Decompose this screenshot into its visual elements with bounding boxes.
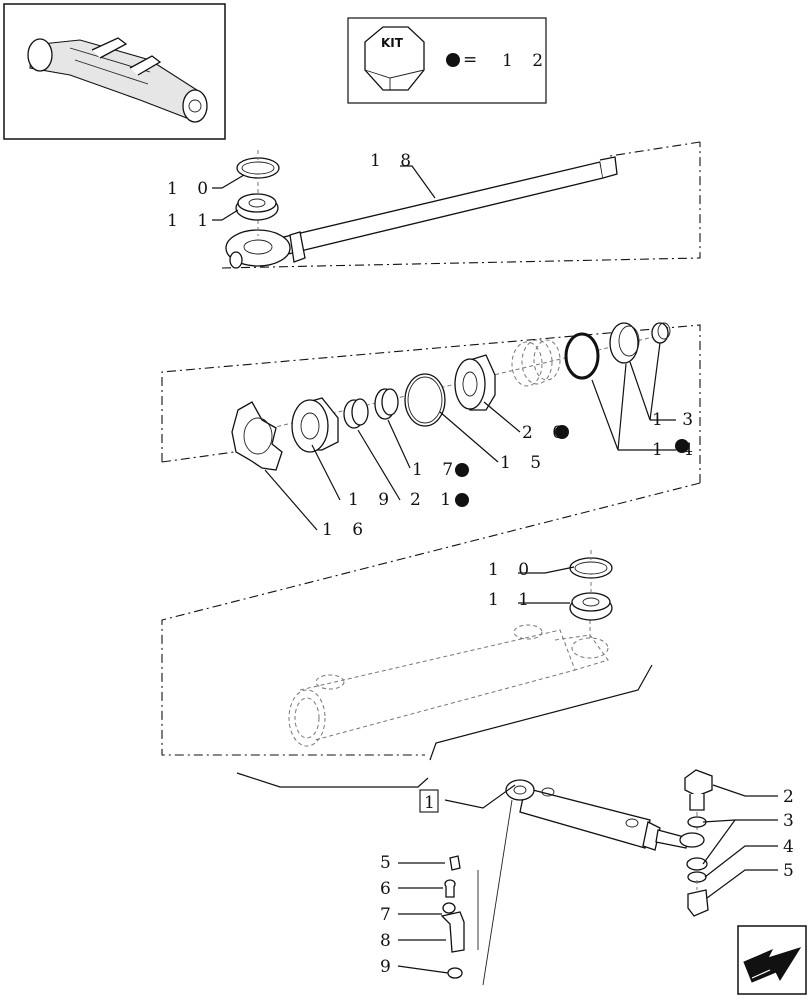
kit-dot-icon <box>446 53 460 67</box>
piston-20[interactable] <box>454 354 496 411</box>
axle-assembly-icon <box>27 37 208 123</box>
label-10-top: 1 0 <box>167 179 215 199</box>
label-8: 8 <box>380 931 391 951</box>
washer-3-bottom[interactable] <box>686 857 708 871</box>
kit-legend: KIT = 1 2 <box>347 17 550 104</box>
label-18: 1 8 <box>370 151 418 171</box>
piston-ghost <box>511 339 561 387</box>
kit-box-icon <box>364 26 425 91</box>
kit-text: KIT <box>381 36 404 50</box>
label-17: 1 7 <box>412 460 460 480</box>
arrow-next-icon <box>743 947 802 983</box>
kit-dot-20 <box>555 425 569 439</box>
label-11-mid: 1 1 <box>488 590 536 610</box>
washer-7[interactable] <box>442 902 456 914</box>
label-5-right: 5 <box>783 861 794 881</box>
grease-fitting-5-left[interactable] <box>449 855 461 871</box>
label-7: 7 <box>380 905 391 925</box>
washer-9[interactable] <box>447 967 463 979</box>
callout-box-1 <box>419 789 439 813</box>
label-1: 1 <box>424 793 435 813</box>
bolt-2[interactable] <box>684 769 713 830</box>
bushing-13[interactable] <box>651 322 671 344</box>
label-14: 1 4 <box>652 440 700 460</box>
label-15: 1 5 <box>500 453 548 473</box>
bracket-8[interactable] <box>440 911 465 953</box>
kit-dot-17 <box>455 463 469 477</box>
kit-equals: = <box>463 50 477 70</box>
label-19: 1 9 <box>348 490 396 510</box>
label-21: 2 1 <box>410 490 458 510</box>
kit-dot-14 <box>675 439 689 453</box>
o-ring[interactable] <box>564 332 600 380</box>
cylinder-ghost <box>288 620 609 747</box>
ring-21[interactable] <box>343 398 369 429</box>
kit-dot-21 <box>455 493 469 507</box>
label-6: 6 <box>380 879 391 899</box>
bolt-6[interactable] <box>444 879 456 898</box>
backup-ring-13-14[interactable] <box>609 322 640 364</box>
guide-19[interactable] <box>291 397 339 453</box>
label-3: 3 <box>783 811 794 831</box>
label-9: 9 <box>380 957 391 977</box>
bearing-11-mid[interactable] <box>569 592 613 621</box>
kit-ref-label: 1 2 <box>502 51 550 71</box>
seal-row <box>231 322 671 471</box>
snap-ring-10-mid[interactable] <box>569 550 613 594</box>
seal-17[interactable] <box>374 388 399 420</box>
label-10-mid: 1 0 <box>488 560 536 580</box>
piston-rod-assembly[interactable] <box>225 150 618 269</box>
nut-5-right[interactable] <box>687 880 709 917</box>
axle-assembly-thumbnail[interactable] <box>3 3 226 140</box>
next-page-button[interactable] <box>737 925 807 995</box>
lock-washer-16[interactable] <box>231 401 283 471</box>
label-13: 1 3 <box>652 410 700 430</box>
label-5-left: 5 <box>380 853 391 873</box>
steering-cylinder-1[interactable] <box>505 779 705 851</box>
label-20: 2 0 <box>522 423 570 443</box>
assembly-frames <box>161 141 701 756</box>
label-2: 2 <box>783 787 794 807</box>
snap-ring-15[interactable] <box>404 373 446 427</box>
label-16: 1 6 <box>322 520 370 540</box>
label-4: 4 <box>783 837 794 857</box>
label-11-top: 1 1 <box>167 211 215 231</box>
